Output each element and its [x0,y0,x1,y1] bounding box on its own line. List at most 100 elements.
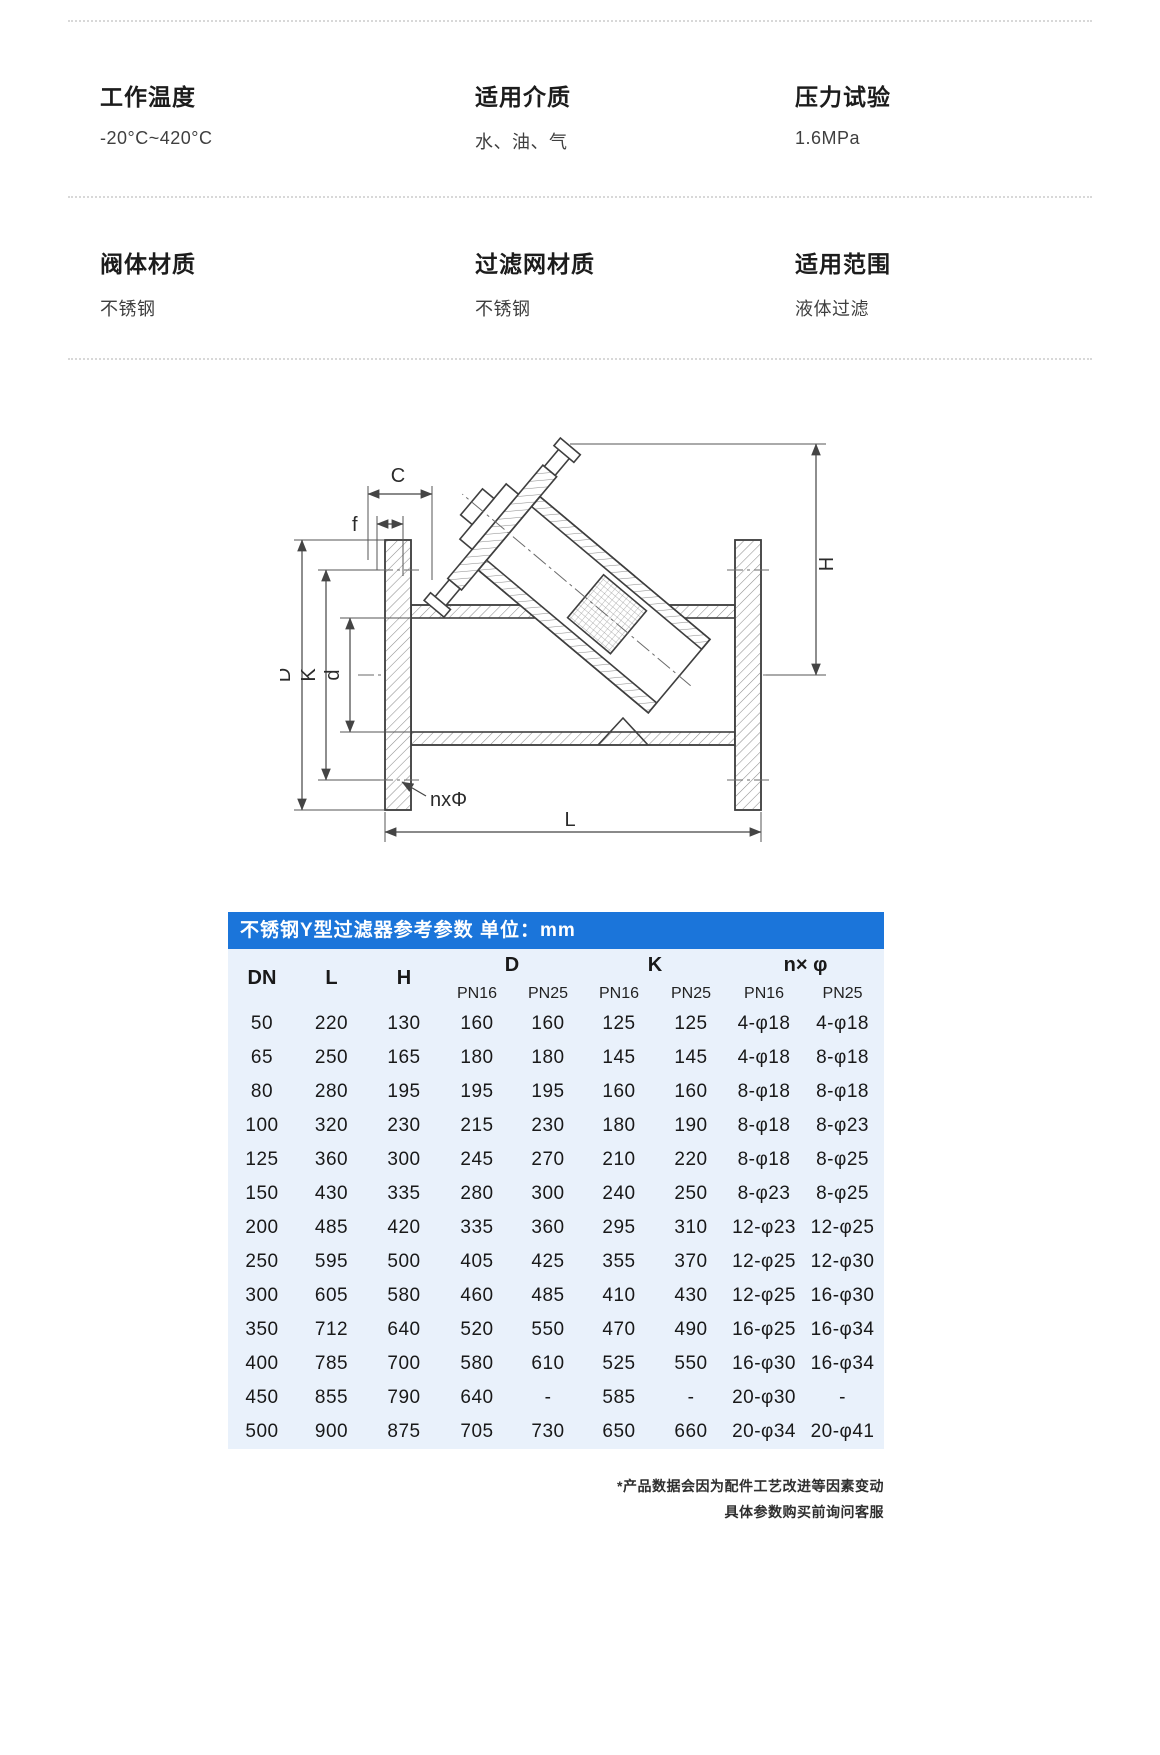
table-cell: 220 [314,1013,349,1034]
col-header-d: D [504,953,520,976]
table-cell: 585 [602,1387,636,1408]
table-cell: 145 [602,1047,636,1068]
table-cell: 16-φ30 [810,1285,875,1306]
table-cell: 640 [460,1387,494,1408]
table-cell: 335 [460,1217,494,1238]
table-cell: 190 [674,1115,708,1136]
spec-label: 阀体材质 [100,251,196,277]
dotted-divider [68,358,1092,360]
table-cell: 280 [460,1183,494,1204]
table-cell: 130 [387,1013,421,1034]
spec-value: 1.6MPa [795,128,861,148]
table-cell: 16-φ34 [810,1319,875,1340]
table-cell: 270 [531,1149,565,1170]
table-cell: 160 [460,1013,494,1034]
table-cell: 8-φ18 [816,1047,869,1068]
table-cell: 16-φ30 [732,1353,796,1374]
table-cell: 215 [460,1115,494,1136]
spec-value: 不锈钢 [475,299,531,319]
table-cell: 300 [245,1285,279,1306]
table-cell: 8-φ25 [816,1149,869,1170]
parameter-table: DN L H D K n× φ PN16 PN25 PN16 PN25 PN16… [228,949,885,1449]
table-cell: 430 [674,1285,708,1306]
footnote: *产品数据会因为配件工艺改进等因素变动 具体参数购买前询问客服 [617,1473,884,1525]
table-cell: 785 [314,1353,349,1374]
table-cell: 360 [531,1217,565,1238]
col-header-k: K [647,953,663,976]
table-cell: 180 [531,1047,565,1068]
table-cell: 230 [387,1115,421,1136]
table-cell: 230 [531,1115,565,1136]
table-cell: 410 [602,1285,636,1306]
dim-label-l: L [564,809,575,831]
table-cell: 550 [531,1319,565,1340]
table-cell: 12-φ25 [810,1217,875,1238]
filter-mesh [566,573,648,655]
col-header-dn: DN [247,966,277,989]
table-cell: 355 [602,1251,636,1272]
table-cell: - [687,1387,695,1408]
y-strainer-drawing: C f H D K [273,436,838,842]
table-cell: 525 [602,1353,636,1374]
spec-label: 适用介质 [475,84,571,110]
table-cell: 8-φ18 [737,1149,791,1170]
table-cell: 335 [387,1183,421,1204]
table-cell: 220 [674,1149,708,1170]
spec-row-2: 阀体材质不锈钢过滤网材质不锈钢适用范围液体过滤 [0,245,1160,355]
dotted-divider [68,196,1092,198]
dim-label-c: C [391,465,405,487]
table-cell: 65 [250,1047,274,1068]
table-cell: 580 [460,1353,494,1374]
table-cell: 250 [245,1251,279,1272]
table-title: 不锈钢Y型过滤器参考参数 单位：mm [228,912,884,949]
sub-header-pn25: PN25 [527,985,569,1002]
dim-label-d-outer: D [280,668,295,682]
table-cell: 195 [531,1081,565,1102]
table-cell: 430 [314,1183,349,1204]
table-cell: 490 [674,1319,708,1340]
col-header-h: H [396,966,412,989]
dim-label-k: K [298,668,320,682]
table-cell: 8-φ18 [737,1115,791,1136]
table-cell: 150 [245,1183,279,1204]
table-cell: 320 [314,1115,349,1136]
table-cell: 165 [387,1047,421,1068]
table-cell: 712 [314,1319,349,1340]
table-cell: 485 [531,1285,565,1306]
table-cell: 16-φ34 [810,1353,875,1374]
sub-header-pn25: PN25 [671,985,712,1002]
table-cell: 4-φ18 [737,1047,791,1068]
spec-item: 压力试验 1.6MPa [795,78,891,149]
table-cell: 12-φ25 [732,1251,796,1272]
spec-label: 适用范围 [795,251,891,277]
table-cell: 12-φ25 [732,1285,796,1306]
table-cell: 405 [460,1251,494,1272]
table-cell: 125 [602,1013,636,1034]
spec-label: 压力试验 [795,84,891,110]
table-cell: 8-φ23 [816,1115,869,1136]
table-cell: 160 [531,1013,565,1034]
table-cell: 700 [387,1353,421,1374]
dimension-annotations: C f H D K [273,443,838,842]
col-header-l: L [325,966,338,989]
technical-drawing: C f H D K [273,430,840,870]
table-cell: 350 [245,1319,279,1340]
dim-label-bolt-holes: nxΦ [430,789,467,811]
table-cell: 12-φ23 [732,1217,796,1238]
table-cell: 500 [245,1421,279,1442]
sub-header-pn16: PN16 [599,985,640,1002]
table-cell: 460 [460,1285,494,1306]
table-cell: 160 [602,1081,636,1102]
table-cell: 20-φ34 [732,1421,796,1442]
